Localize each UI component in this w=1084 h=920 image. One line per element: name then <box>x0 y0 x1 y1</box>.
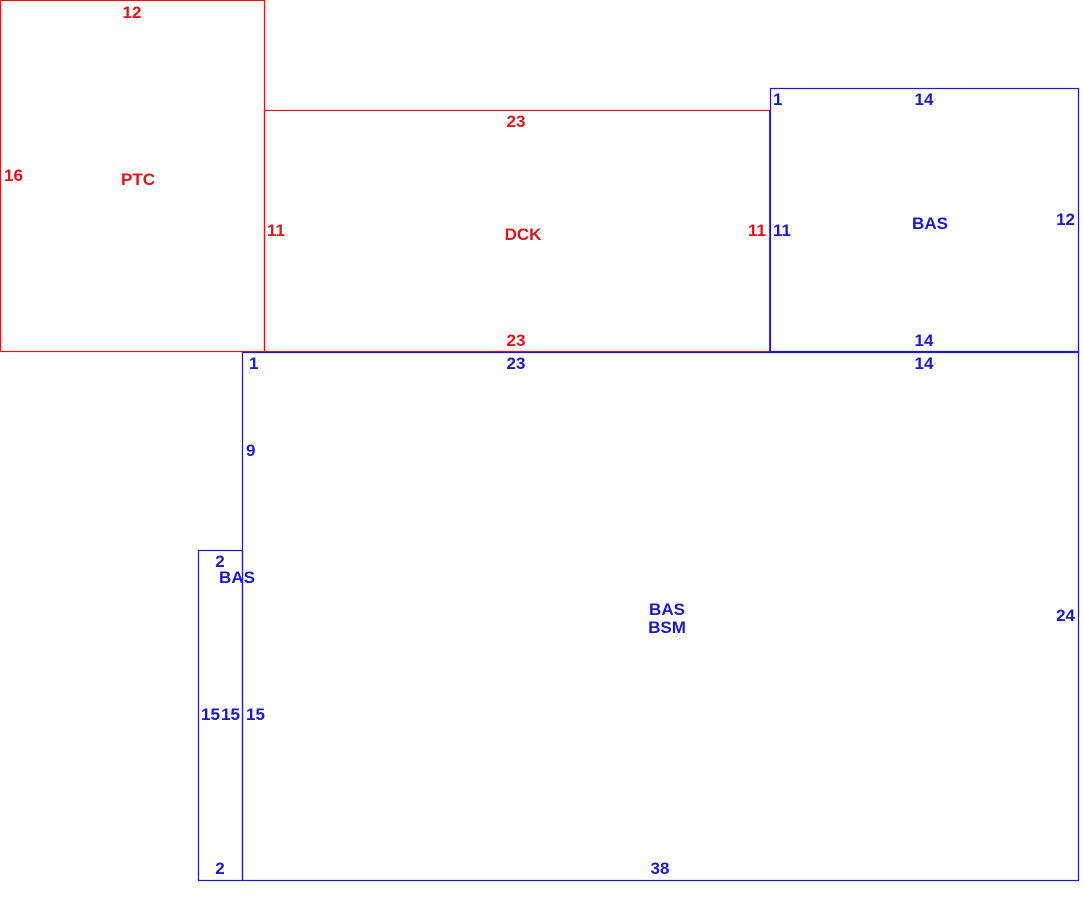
bas-small-outline <box>197 549 244 882</box>
bas-small-area: 2 2 15 15 BAS <box>197 549 255 882</box>
bas-small-label: BAS <box>219 568 255 587</box>
bas-main-label-2: BSM <box>648 618 686 637</box>
bas-right-label: BAS <box>912 214 948 233</box>
bas-right-dim-right: 12 <box>1056 210 1075 229</box>
dck-dim-right: 11 <box>748 221 766 240</box>
bas-right-area: 1 14 14 11 12 BAS <box>769 87 1080 353</box>
bas-main-dim-left-upper: 9 <box>246 441 255 460</box>
bas-main-dim-corner: 1 <box>249 354 258 373</box>
ptc-dim-left: 16 <box>4 166 23 185</box>
bas-right-dim-corner: 1 <box>773 90 782 109</box>
ptc-area: 12 16 PTC <box>0 0 266 353</box>
dck-dim-bottom: 23 <box>507 331 526 350</box>
dck-dim-top: 23 <box>507 112 526 131</box>
bas-small-dim-bottom: 2 <box>215 859 224 878</box>
bas-main-dim-right: 24 <box>1056 606 1075 625</box>
bas-small-dim-left: 15 <box>201 705 220 724</box>
bas-main-dim-top-left: 23 <box>507 354 526 373</box>
bas-main-area: 1 23 14 9 15 24 38 BAS BSM <box>241 351 1080 882</box>
ptc-label: PTC <box>121 170 155 189</box>
bas-main-label-1: BAS <box>649 600 685 619</box>
bas-small-dim-right: 15 <box>221 705 240 724</box>
bas-main-dim-top-right: 14 <box>915 354 934 373</box>
bas-right-dim-left: 11 <box>773 221 791 240</box>
bas-main-dim-bottom: 38 <box>651 859 670 878</box>
bas-small-dim-top: 2 <box>215 552 224 571</box>
dck-area: 23 23 11 11 DCK <box>263 109 771 353</box>
ptc-dim-top: 12 <box>123 3 142 22</box>
bas-right-dim-top: 14 <box>915 90 934 109</box>
dck-dim-left: 11 <box>267 221 285 240</box>
bas-right-outline <box>769 87 1080 353</box>
bas-right-dim-bottom: 14 <box>915 331 934 350</box>
dck-label: DCK <box>505 225 543 244</box>
bas-main-dim-left-lower: 15 <box>246 705 265 724</box>
dck-outline <box>263 109 771 353</box>
